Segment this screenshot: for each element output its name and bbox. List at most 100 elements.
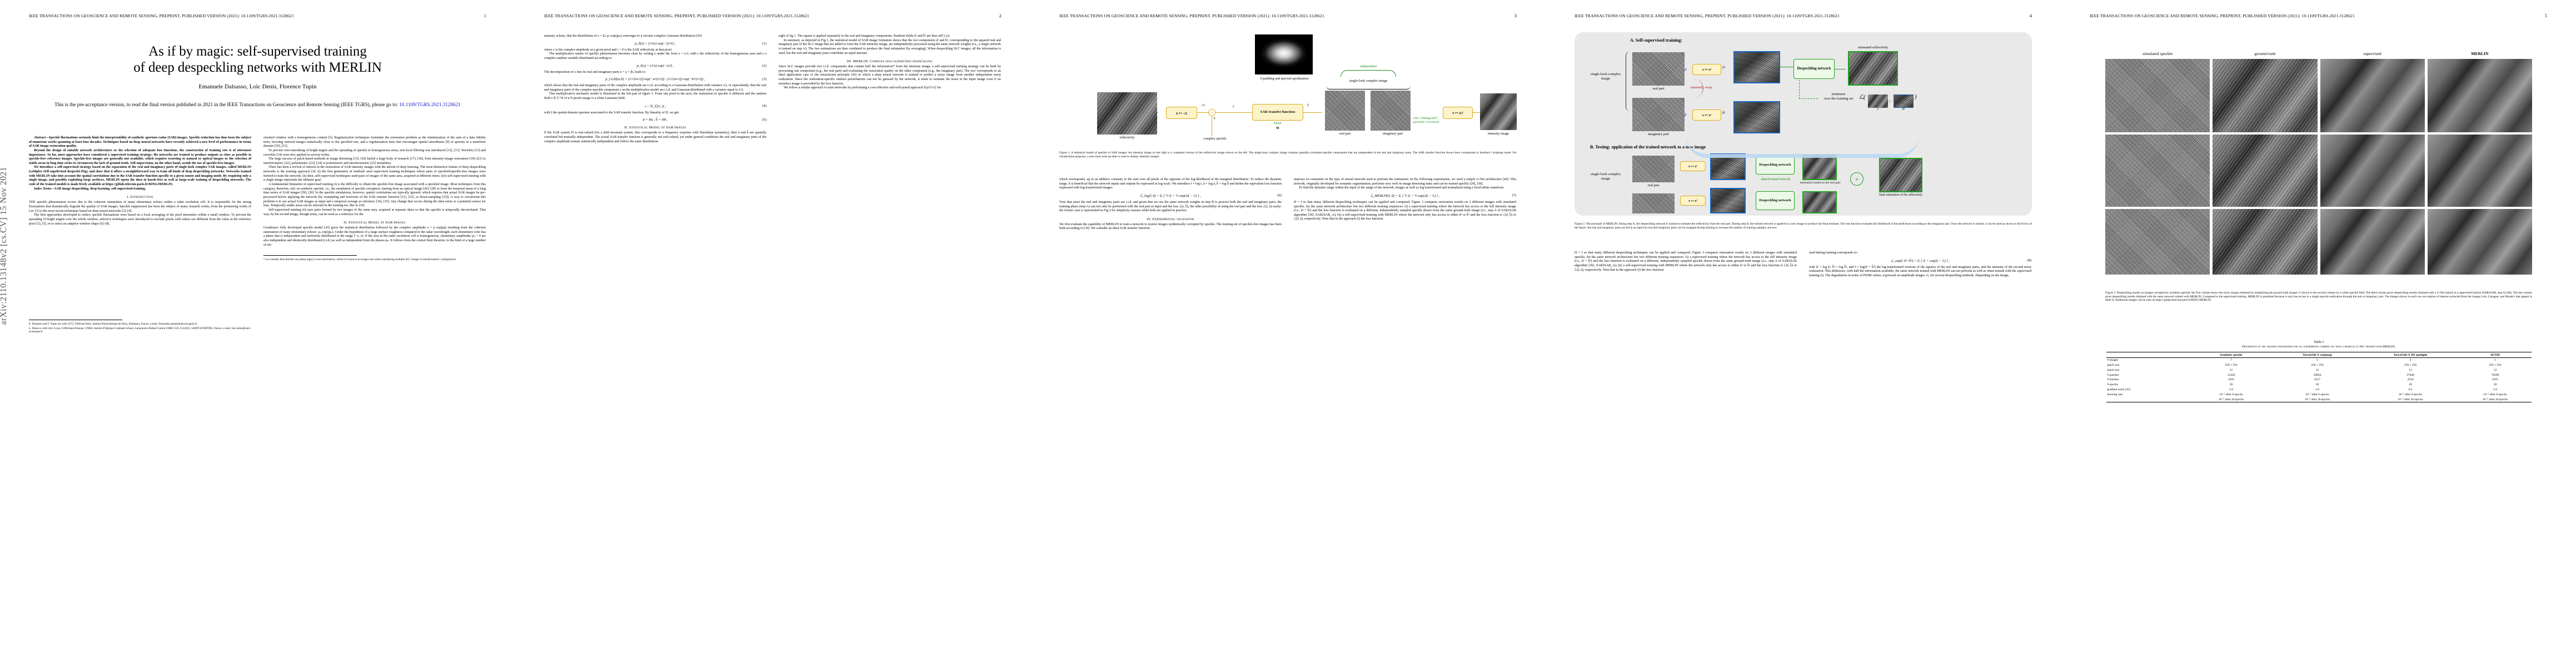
loss-comma: , <box>1889 97 1891 102</box>
table-cell: 10⁻⁴ after 20 epochs <box>2218 397 2244 401</box>
page-3-column-right: imposes no constraint on the type of neu… <box>1294 178 1516 231</box>
image-groundtruth-marais1 <box>2213 209 2318 275</box>
square-map-box-real[interactable]: x ↦ x² <box>1692 64 1721 75</box>
imag-part-image-a <box>1632 98 1685 131</box>
abstract-para-2: Beyond the design of suitable network ar… <box>29 148 251 165</box>
table-cell: 4217 <box>2314 378 2320 382</box>
image-noisy-limagne <box>2105 135 2210 207</box>
table-1: Synthetic speckle TerraSAR-X stripmap Te… <box>2106 352 2532 402</box>
estimation-real-label: estimation based on the real part <box>1800 181 1841 185</box>
page-2: IEEE TRANSACTIONS ON GEOSCIENCE AND REMO… <box>515 0 1030 667</box>
equation-1-body: p_Z(z) = (1/πr) exp(−|z|²/r) , <box>635 41 676 46</box>
table-cell: 3 <box>2316 359 2318 362</box>
page-4-column-left: H = I so that many different despeckling… <box>1575 251 1797 278</box>
multiply-node: × <box>1208 109 1215 116</box>
p3-l-para-2: Note that since the real and imaginary p… <box>1059 200 1282 213</box>
p4-r-para-2: with ã² = log ã², b̃² = log b̃², and r̃ … <box>1809 265 2031 277</box>
despeckling-network-box-a[interactable]: Despeckling network <box>1793 59 1835 79</box>
table-cell: 4 <box>2409 359 2411 362</box>
despeckling-network-box-b2[interactable]: Despeckling network <box>1756 191 1795 210</box>
page-3-column-left: which corresponds, up to an additive con… <box>1059 178 1282 231</box>
page-3-columns: which corresponds, up to an additive con… <box>1059 178 1517 231</box>
equation-1: p_Z(z) = (1/πr) exp(−|z|²/r) , (1) <box>544 42 766 46</box>
squared-imag-image-b <box>1710 188 1746 213</box>
figure-2-caption-label: Figure 2. <box>1575 222 1586 226</box>
slc-label: single-look complex image <box>1349 79 1388 83</box>
table-cell: 27048 <box>2406 373 2414 377</box>
square-map-box-b-imag[interactable]: x ↦ x² <box>1680 196 1706 206</box>
p2-l-para-3: The multiplicative nature of speckle phe… <box>544 52 766 60</box>
table-1-header-1: Synthetic speckle <box>2220 353 2243 357</box>
figure-1-caption-text: A statistical model of speckle in SAR im… <box>1059 151 1517 158</box>
shared-trained-network-label: shared trained network <box>1761 178 1791 181</box>
table-cell: 12 <box>2409 368 2412 372</box>
loss-close-paren: ) <box>1915 93 1917 100</box>
imaginary-part-image <box>1371 91 1411 131</box>
final-estimation-label: final estimation of the reflectivity <box>1879 193 1922 197</box>
estimated-reflectivity-image-a <box>1848 51 1898 86</box>
despeckling-network-box-b1[interactable]: Despeckling network <box>1756 156 1795 175</box>
equation-5-body: ã = Ha , b̃ = Hb , <box>642 118 668 122</box>
equation-1-tag: (1) <box>762 41 766 46</box>
figure-3-caption-text: Despeckling results on images corrupted … <box>2105 291 2532 302</box>
square-map-box-imag[interactable]: x ↦ x² <box>1692 109 1721 121</box>
image-noisy-lely <box>2105 59 2210 132</box>
figure-2-section-b-title: B. Testing: application of the trained n… <box>1590 145 1706 150</box>
square-map-box-b-real[interactable]: x ↦ x² <box>1680 161 1706 171</box>
real-part-label-a: real part <box>1652 87 1665 91</box>
image-column-label-3: MERLIN <box>2471 51 2489 56</box>
loss-obs-thumb <box>1894 94 1914 108</box>
real-part-image-a <box>1632 52 1685 86</box>
abstract-para-1: Abstract—Speckle fluctuations seriously … <box>29 136 251 149</box>
statistical-model-body: Goodman's fully developed speckle model … <box>263 226 486 247</box>
sar-transfer-box[interactable]: SAR transfer function <box>1252 104 1303 121</box>
table-cell: 10⁻³ after 6 epochs <box>2305 392 2329 396</box>
image-groundtruth-lely <box>2213 59 2318 132</box>
footnote-star: * we consider here that the raw phase ar… <box>263 258 456 262</box>
table-cell: 10⁻⁴ after 20 epochs <box>2304 397 2330 401</box>
page-2-column-right: right of fig 1. The square is applied se… <box>779 34 1001 144</box>
apodization-label: 0-padding and spectral apodization <box>1260 77 1309 81</box>
table-cell: 7 <box>2230 359 2232 362</box>
table-1-header-0 <box>2106 352 2190 358</box>
table-cell: 10⁻³ after 6 epochs <box>2483 392 2507 396</box>
modulus-squared-box[interactable]: x ↦ |x|² <box>1443 107 1473 119</box>
loss-dashed-vertical <box>1799 80 1800 99</box>
index-terms-label: Index Terms <box>34 187 52 191</box>
table-row-header: # images <box>2107 359 2119 362</box>
running-head-page-3: IEEE TRANSACTIONS ON GEOSCIENCE AND REMO… <box>1059 13 1517 18</box>
abstract: Abstract—Speckle fluctuations seriously … <box>29 136 251 191</box>
table-cell: 256 × 256 <box>2311 364 2324 367</box>
image-supervised-lely <box>2320 59 2425 132</box>
table-cell: 30 <box>2315 383 2319 387</box>
equation-3-body: p_{A,B}(a,b) = (1/√(πr/2)) exp(−a²/(r/2)… <box>605 77 705 82</box>
table-1-header-4: SETHI <box>2490 353 2500 357</box>
table-row-header: # epochs <box>2107 383 2118 387</box>
table-1-header-2: TerraSAR-X stripmap <box>2303 353 2332 357</box>
page-1-column-right: oriented window with a homogeneous conte… <box>263 136 486 334</box>
abstract-text-1: —Speckle fluctuations seriously limit th… <box>29 136 251 148</box>
running-head-text: IEEE TRANSACTIONS ON GEOSCIENCE AND REMO… <box>1059 13 1324 18</box>
sqrt-map-box[interactable]: x ↦ √x <box>1166 107 1197 119</box>
equation-8: ℒ_sup(r̃, ã²+b̃²) = Σᵢ [ ãᵢ + exp(ãᵢ − r… <box>1809 258 2031 263</box>
figure-3: simulated speckle ground truth supervise… <box>2105 51 2532 275</box>
figure-1-caption: Figure 1. A statistical model of speckle… <box>1059 151 1517 158</box>
loss-symbol: ℒ( <box>1859 94 1866 101</box>
doi-link[interactable]: 10.1109/TGRS.2021.3128621 <box>399 102 461 107</box>
equation-2: p_S(s) = (1/π) exp(−|s|²) , (2) <box>544 64 766 68</box>
table-cell: 1.0 <box>2229 387 2233 391</box>
independent-label: independent <box>1359 64 1377 68</box>
table-cell: 1.0 <box>2315 387 2319 391</box>
introduction-body: THE speckle phenomenon occurs due to the… <box>29 201 251 226</box>
table-cell: 30 <box>2493 383 2497 387</box>
table-row-header: gradient norm [45] <box>2107 387 2131 391</box>
real-part-image <box>1325 91 1365 131</box>
running-head-page-2: IEEE TRANSACTIONS ON GEOSCIENCE AND REMO… <box>544 13 1001 18</box>
p2-l-para-2: where z is the complex amplitude at a gi… <box>544 48 672 52</box>
table-cell: 12420 <box>2227 373 2235 377</box>
slc-brace-a <box>1626 51 1630 111</box>
sar-transfer-image <box>1255 34 1313 74</box>
